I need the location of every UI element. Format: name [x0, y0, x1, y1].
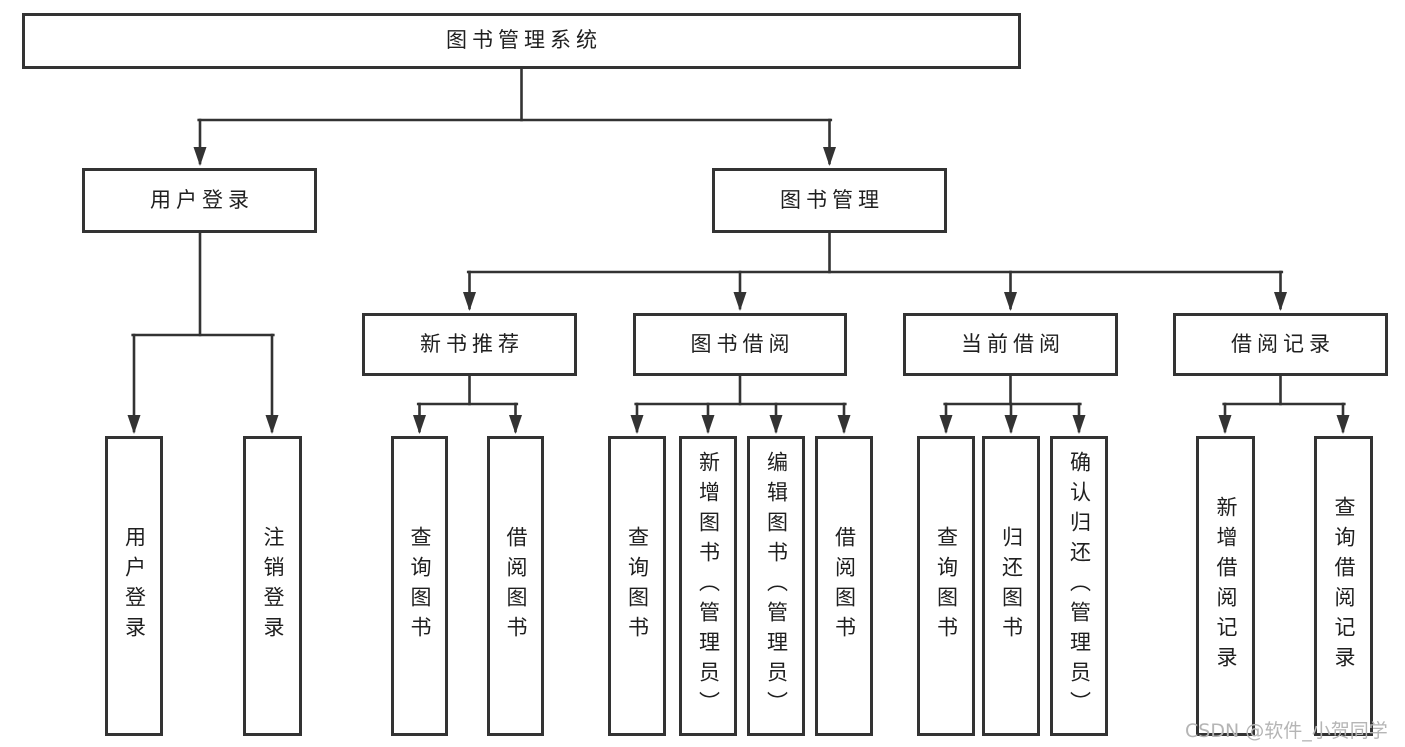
node-user-login-branch: 用户登录 — [82, 168, 317, 233]
leaf-add-books-admin: 新增图书（管理员） — [679, 436, 737, 736]
leaf-query-borrow-record: 查询借阅记录 — [1314, 436, 1373, 736]
leaf-query-books-recommend: 查询图书 — [391, 436, 448, 736]
node-label: 编辑图书（管理员） — [764, 451, 789, 721]
node-label: 图书管理系统 — [446, 28, 602, 53]
leaf-query-books-current: 查询图书 — [917, 436, 975, 736]
node-label: 查询图书 — [934, 526, 959, 646]
leaf-borrow-books-recommend: 借阅图书 — [487, 436, 544, 736]
node-label: 图书管理 — [780, 187, 884, 212]
node-new-book-recommend: 新书推荐 — [362, 313, 577, 376]
node-book-borrowing: 图书借阅 — [633, 313, 847, 376]
node-library-system-root: 图书管理系统 — [22, 13, 1021, 69]
node-label: 注销登录 — [261, 526, 285, 646]
leaf-add-borrow-record: 新增借阅记录 — [1196, 436, 1255, 736]
node-label: 用户登录 — [150, 187, 254, 212]
leaf-borrow-books-borrowing: 借阅图书 — [815, 436, 873, 736]
node-borrowing-records: 借阅记录 — [1173, 313, 1388, 376]
node-label: 当前借阅 — [961, 331, 1065, 356]
node-label: 借阅图书 — [504, 526, 528, 646]
node-label: 新增图书（管理员） — [696, 451, 721, 721]
node-label: 用户登录 — [122, 526, 147, 646]
node-label: 新书推荐 — [420, 331, 524, 356]
node-label: 确认归还（管理员） — [1067, 451, 1092, 721]
csdn-watermark: CSDN @软件_小贺同学 — [1185, 720, 1388, 742]
node-label: 新增借阅记录 — [1214, 496, 1238, 676]
node-label: 借阅图书 — [832, 526, 857, 646]
node-book-management-branch: 图书管理 — [712, 168, 947, 233]
leaf-return-books: 归还图书 — [982, 436, 1040, 736]
node-label: 查询图书 — [408, 526, 432, 646]
node-label: 查询借阅记录 — [1332, 496, 1356, 676]
leaf-query-books-borrowing: 查询图书 — [608, 436, 666, 736]
node-label: 借阅记录 — [1231, 331, 1335, 356]
leaf-logout: 注销登录 — [243, 436, 302, 736]
node-current-borrowing: 当前借阅 — [903, 313, 1118, 376]
node-label: 查询图书 — [625, 526, 650, 646]
node-label: 归还图书 — [999, 526, 1024, 646]
leaf-confirm-return-admin: 确认归还（管理员） — [1050, 436, 1108, 736]
leaf-edit-books-admin: 编辑图书（管理员） — [747, 436, 805, 736]
node-label: 图书借阅 — [690, 331, 795, 356]
leaf-user-login: 用户登录 — [105, 436, 163, 736]
